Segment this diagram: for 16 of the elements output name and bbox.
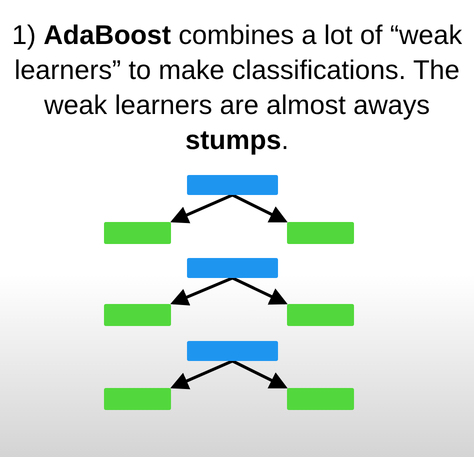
- leaf-node-box: [287, 388, 354, 410]
- arrow: [232, 276, 288, 305]
- root-node-box: [187, 258, 278, 278]
- arrow: [232, 360, 288, 388]
- leaf-node-box: [104, 222, 171, 244]
- leaf-node-box: [287, 304, 354, 326]
- title: 1) AdaBoost combines a lot of “weak learners” to make classifications. The weak learners are almost aways stumps.: [10, 19, 464, 157]
- leaf-node-box: [104, 388, 171, 410]
- arrow: [232, 194, 288, 222]
- arrow: [170, 360, 234, 390]
- arrow: [170, 276, 234, 306]
- arrow: [170, 194, 234, 224]
- leaf-node-box: [287, 222, 354, 244]
- root-node-box: [187, 341, 278, 361]
- leaf-node-box: [104, 304, 171, 326]
- root-node-box: [187, 175, 278, 195]
